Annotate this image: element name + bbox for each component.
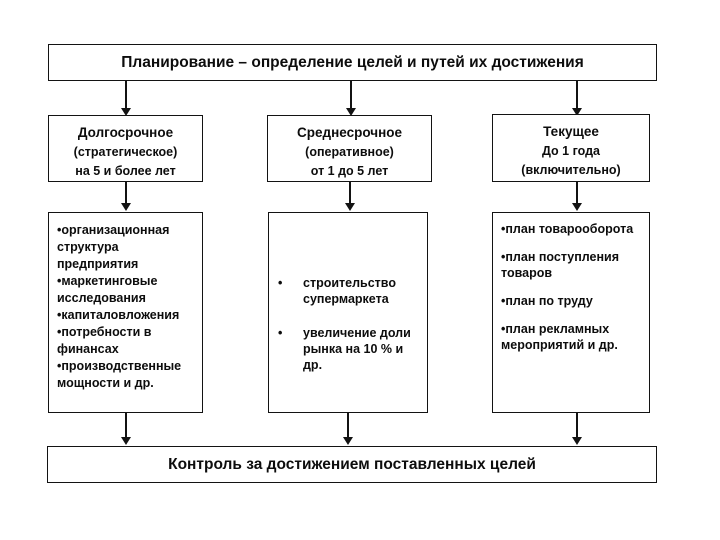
header-title: Среднесрочное xyxy=(297,125,402,140)
list-item: • строительство супермаркета xyxy=(269,275,427,307)
list-item: •план товарооборота xyxy=(501,222,634,236)
list-item: • увеличение доли рынка на 10 % и др. xyxy=(269,325,427,373)
connector-arrow-down-icon xyxy=(572,413,582,445)
header-box-long-term: Долгосрочное (стратегическое) на 5 и бол… xyxy=(48,115,203,182)
list-item: •потребности в финансах xyxy=(57,325,152,356)
list-item-text: строительство супермаркета xyxy=(303,276,396,306)
bullet-marker: • xyxy=(278,326,283,340)
list-item: •план рекламных мероприятий и др. xyxy=(501,322,618,352)
header-subtitle: До 1 года xyxy=(542,144,600,158)
footer-box: Контроль за достижением поставленных цел… xyxy=(47,446,657,483)
header-box-medium-term: Среднесрочное (оперативное) от 1 до 5 ле… xyxy=(267,115,432,182)
list-item-text: увеличение доли рынка на 10 % и др. xyxy=(303,326,411,372)
connector-arrow-down-icon xyxy=(121,413,131,445)
header-title: Текущее xyxy=(543,124,599,139)
connector-arrow-down-icon xyxy=(343,413,353,445)
title-box: Планирование – определение целей и путей… xyxy=(48,44,657,81)
list-item: •организационная структура предприятия xyxy=(57,223,170,271)
list-item: •капиталовложения xyxy=(57,308,180,322)
list-item: •маркетинговые исследования xyxy=(57,274,158,305)
connector-arrow-down-icon xyxy=(121,80,131,116)
header-subtitle: от 1 до 5 лет xyxy=(310,164,389,178)
connector-arrow-down-icon xyxy=(572,182,582,211)
detail-box-long-term: •организационная структура предприятия •… xyxy=(48,212,203,413)
connector-arrow-down-icon xyxy=(572,80,582,116)
bullet-marker: • xyxy=(278,276,283,290)
list-item: •план по труду xyxy=(501,294,593,308)
header-title: Долгосрочное xyxy=(77,125,174,140)
header-subtitle: на 5 и более лет xyxy=(75,164,176,178)
connector-arrow-down-icon xyxy=(346,80,356,116)
header-subtitle: (стратегическое) xyxy=(73,145,178,159)
header-subtitle: (оперативное) xyxy=(305,145,394,159)
list-item: •план поступления товаров xyxy=(501,250,620,280)
detail-box-current: •план товарооборота •план поступления то… xyxy=(492,212,650,413)
connector-arrow-down-icon xyxy=(345,182,355,211)
header-box-current: Текущее До 1 года (включительно) xyxy=(492,114,650,182)
header-subtitle: (включительно) xyxy=(521,163,621,177)
connector-arrow-down-icon xyxy=(121,182,131,211)
list-item: •производственные мощности и др. xyxy=(57,359,182,390)
detail-box-medium-term: • строительство супермаркета • увеличени… xyxy=(268,212,428,413)
